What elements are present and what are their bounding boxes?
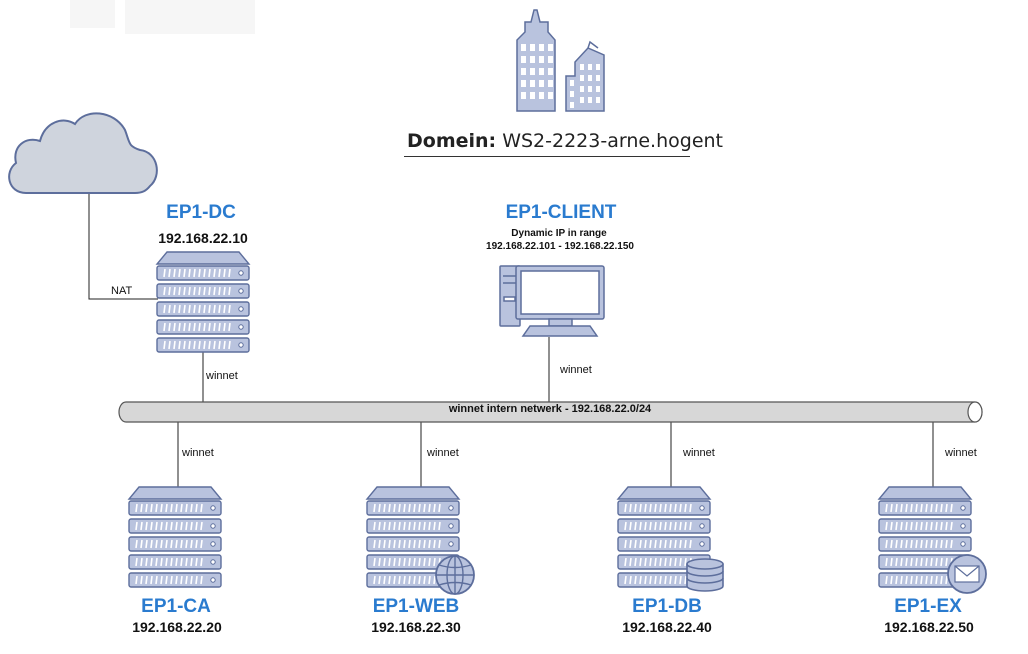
node-name-client: EP1-CLIENT [505, 202, 617, 223]
node-name-ca: EP1-CA [141, 596, 211, 617]
network-pipe [118, 401, 983, 423]
globe-icon [435, 555, 475, 595]
node-ip-db: 192.168.22.40 [622, 619, 712, 635]
faint-artifact [125, 0, 255, 34]
domain-value: WS2-2223-arne.hogent [502, 130, 724, 152]
node-name-dc: EP1-DC [166, 202, 236, 223]
mail-icon [947, 554, 987, 594]
winnet-label-ex: winnet [945, 447, 977, 459]
client-ip-range: 192.168.22.101 - 192.168.22.150 [486, 241, 634, 252]
winnet-label-client: winnet [560, 364, 592, 376]
node-ip-web: 192.168.22.30 [371, 619, 461, 635]
faint-artifact [70, 0, 115, 28]
node-ip-dc: 192.168.22.10 [158, 230, 248, 246]
nat-label: NAT [111, 285, 133, 297]
node-name-db: EP1-DB [632, 596, 702, 617]
database-icon [686, 558, 724, 592]
winnet-label-ca: winnet [182, 447, 214, 459]
winnet-label-web: winnet [427, 447, 459, 459]
node-name-ex: EP1-EX [894, 596, 962, 617]
connection-lines [88, 193, 934, 489]
server-icon-ca [128, 486, 222, 588]
server-icon-dc [156, 251, 250, 353]
winnet-label-db: winnet [683, 447, 715, 459]
network-pipe-label: winnet intern netwerk - 192.168.22.0/24 [448, 403, 652, 415]
domain-underline [404, 156, 690, 157]
buildings-icon [516, 9, 605, 112]
workstation-icon [499, 265, 605, 337]
domain-heading: Domein: WS2-2223-arne.hogent [407, 130, 723, 152]
node-ip-ex: 192.168.22.50 [884, 619, 974, 635]
cloud-icon [8, 112, 158, 194]
nat-link [88, 193, 158, 300]
node-name-web: EP1-WEB [372, 596, 460, 617]
winnet-label-dc: winnet [206, 370, 238, 382]
node-ip-ca: 192.168.22.20 [132, 619, 222, 635]
domain-label: Domein: [407, 130, 497, 152]
client-note: Dynamic IP in range [511, 228, 607, 239]
